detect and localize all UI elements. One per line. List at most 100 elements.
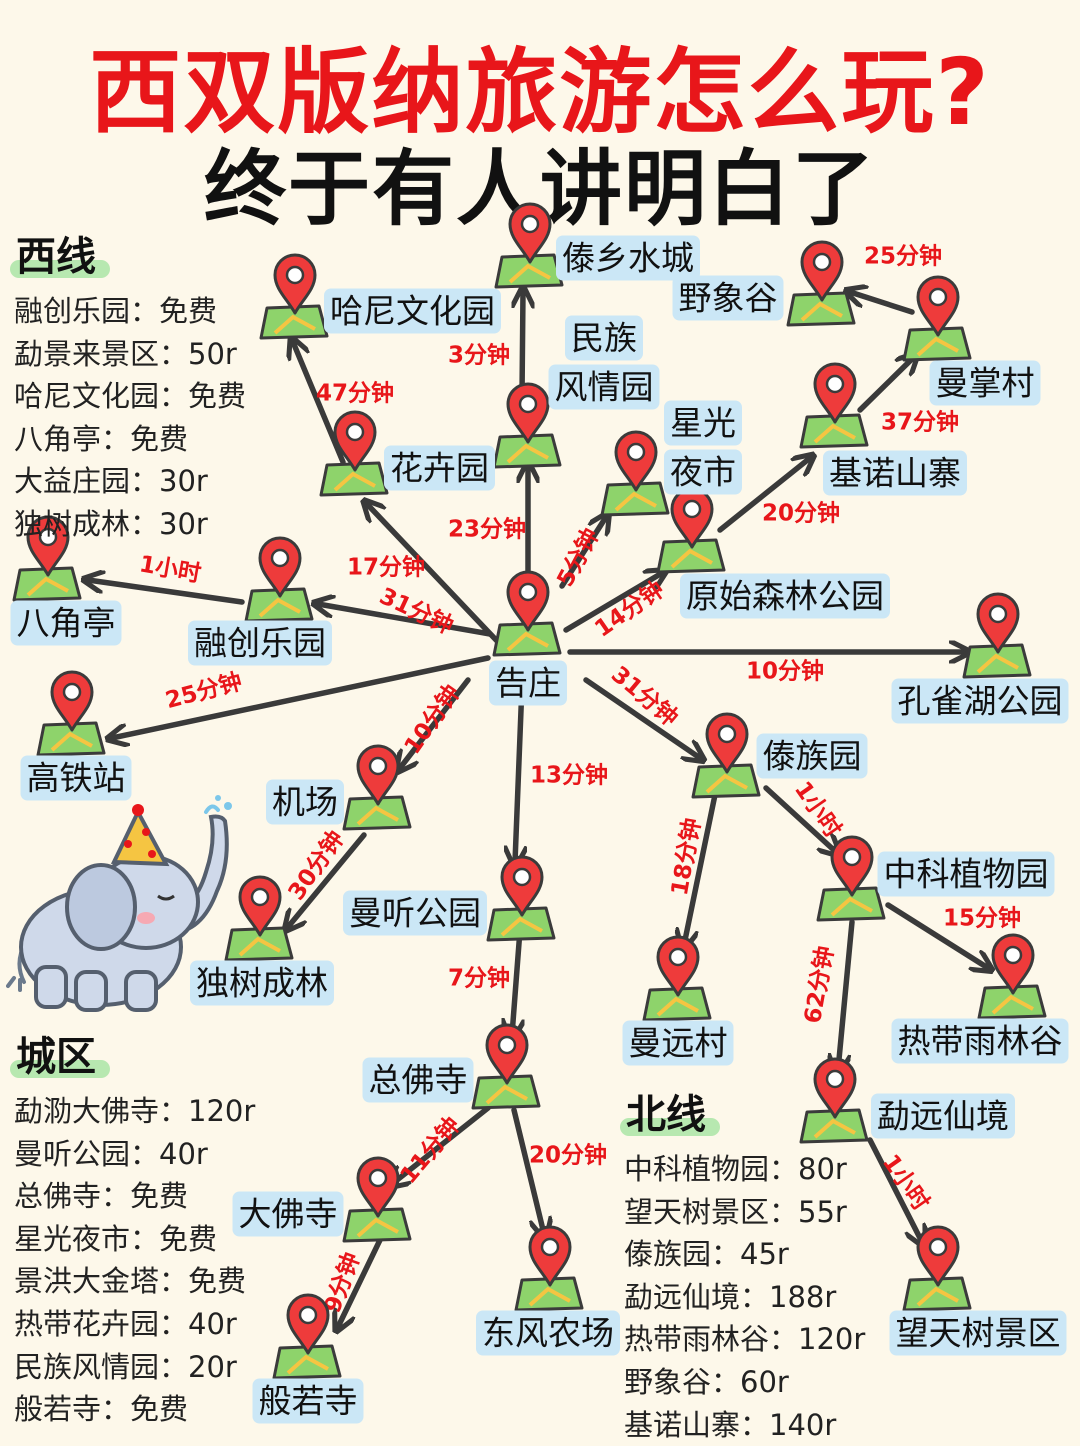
travel-time-label: 37分钟 bbox=[881, 410, 959, 436]
price-item: 般若寺：免费 bbox=[14, 1392, 189, 1427]
travel-time-label: 23分钟 bbox=[448, 517, 526, 543]
place-label-jinuo: 基诺山寨 bbox=[829, 454, 961, 493]
price-item: 傣族园：45r bbox=[624, 1237, 789, 1272]
map-pin-icon bbox=[342, 744, 412, 831]
route-arrow-jichang-dushu bbox=[288, 832, 367, 927]
map-pin-icon bbox=[259, 253, 329, 340]
route-arrow-rongchuang-bajiao bbox=[88, 580, 245, 605]
place-label-zhongke: 中科植物园 bbox=[884, 855, 1049, 894]
place-label-kongque: 孔雀湖公园 bbox=[898, 682, 1063, 721]
place-label-bg bbox=[362, 1057, 474, 1103]
travel-time-label: 47分钟 bbox=[316, 381, 394, 407]
price-item: 总佛寺：免费 bbox=[14, 1179, 189, 1214]
place-label-dafo: 大佛寺 bbox=[239, 1195, 338, 1234]
route-arrow-gaozhuang-xingguang bbox=[559, 517, 606, 589]
route-arrow-daizu-zhongke bbox=[763, 785, 836, 852]
page-title: 西双版纳旅游怎么玩? bbox=[89, 39, 991, 146]
price-item: 民族风情园：20r bbox=[14, 1349, 237, 1384]
travel-time-label: 17分钟 bbox=[347, 555, 425, 581]
route-arrow-zongfo-dongfeng bbox=[511, 1107, 544, 1234]
price-item: 基诺山寨：140r bbox=[624, 1407, 837, 1442]
travel-time-label: 11分钟 bbox=[396, 1112, 466, 1188]
travel-time-label: 20分钟 bbox=[529, 1143, 607, 1169]
travel-time-label: 20分钟 bbox=[762, 501, 840, 527]
north-line-heading: 北线 bbox=[620, 1082, 720, 1140]
price-item: 中科植物园：80r bbox=[624, 1152, 847, 1186]
price-item: 景洪大金塔：免费 bbox=[14, 1264, 247, 1299]
map-pin-icon bbox=[492, 570, 562, 657]
place-label-bg bbox=[664, 400, 742, 446]
place-label-bg bbox=[252, 1378, 364, 1424]
map-pin-icon bbox=[244, 536, 314, 623]
map-pin-icon bbox=[319, 410, 389, 497]
place-label-bg bbox=[556, 235, 700, 281]
route-arrow-gaozhuang-gaotie bbox=[112, 655, 491, 738]
price-item: 星光夜市：免费 bbox=[14, 1221, 218, 1256]
place-label-bajiao: 八角亭 bbox=[17, 604, 116, 643]
place-label-bg bbox=[324, 288, 501, 334]
place-label-bg bbox=[343, 890, 487, 936]
place-label-minzu: 民族 bbox=[571, 319, 637, 358]
place-label-bg bbox=[188, 620, 332, 666]
route-arrow-daizu-manyuan bbox=[684, 787, 719, 945]
price-item: 八角亭：免费 bbox=[14, 421, 189, 456]
route-arrow-zhongke-redai bbox=[885, 902, 988, 968]
travel-time-label: 15分钟 bbox=[943, 906, 1021, 932]
travel-time-label: 10分钟 bbox=[400, 680, 466, 759]
place-label-bg bbox=[756, 733, 868, 779]
travel-time-label: 10分钟 bbox=[746, 659, 824, 685]
place-label-bg bbox=[548, 364, 660, 410]
place-label-bg bbox=[384, 445, 495, 491]
place-label-bg bbox=[565, 315, 643, 361]
map-pin-icon bbox=[272, 1293, 342, 1380]
place-label-bg bbox=[664, 449, 742, 495]
travel-time-label: 25分钟 bbox=[163, 669, 245, 714]
place-label-bg bbox=[891, 1018, 1069, 1064]
route-arrow-yuanshi-jinuo bbox=[717, 458, 810, 533]
route-arrow-gaozhuang-manting bbox=[515, 682, 522, 862]
route-arrow-mengyuan-wangtian bbox=[867, 1137, 922, 1242]
route-arrow-manting-zongfo bbox=[512, 927, 520, 1035]
route-arrow-dafo-boruo bbox=[338, 1237, 383, 1327]
route-arrow-gaozhuang-yuanshi bbox=[563, 573, 662, 633]
place-label-manyuan: 曼远村 bbox=[629, 1024, 728, 1063]
map-pin-icon bbox=[902, 275, 972, 362]
route-arrow-minzu-daixiang bbox=[522, 292, 523, 399]
price-item: 热带花卉园：40r bbox=[14, 1306, 237, 1341]
price-item: 望天树景区：55r bbox=[624, 1194, 847, 1229]
place-label-bg bbox=[889, 1310, 1067, 1356]
price-item: 融创乐园：免费 bbox=[14, 294, 218, 328]
route-arrow-gaozhuang-jichang bbox=[400, 677, 471, 768]
place-label-hani: 哈尼文化园 bbox=[330, 292, 495, 331]
place-label-boruo: 般若寺 bbox=[259, 1382, 358, 1421]
elephant-party-hat-icon bbox=[6, 795, 232, 1012]
travel-time-label: 7分钟 bbox=[448, 966, 510, 992]
map-pin-icon bbox=[486, 855, 556, 942]
place-label-mengyuan: 勐远仙境 bbox=[877, 1097, 1009, 1136]
map-pin-icon bbox=[962, 592, 1032, 679]
price-item: 热带雨林谷：120r bbox=[624, 1322, 866, 1357]
place-label-daixiang: 傣乡水城 bbox=[562, 239, 694, 278]
map-pin-icon bbox=[492, 382, 562, 469]
route-arrow-manzhang-yexiang bbox=[850, 292, 915, 315]
travel-time-label: 31分钟 bbox=[375, 583, 457, 640]
route-arrow-gaozhuang-huahui bbox=[367, 504, 501, 645]
map-pin-icon bbox=[224, 875, 294, 962]
place-label-gaozhuang: 告庄 bbox=[495, 664, 561, 703]
place-label-jichang: 机场 bbox=[272, 783, 338, 822]
place-label-bg bbox=[190, 960, 334, 1006]
map-pin-icon bbox=[977, 933, 1047, 1020]
route-arrow-zongfo-dafo bbox=[392, 1105, 491, 1184]
map-pin-icon bbox=[902, 1225, 972, 1312]
map-pin-icon bbox=[642, 935, 712, 1022]
place-label-bg bbox=[823, 450, 967, 496]
route-arrow-gaozhuang-rongchuang bbox=[318, 604, 493, 637]
place-label-bg bbox=[672, 275, 784, 321]
price-item: 野象谷：60r bbox=[624, 1364, 789, 1399]
place-label-bg bbox=[232, 1191, 344, 1237]
place-label-bg bbox=[10, 600, 122, 646]
place-label-bg bbox=[20, 755, 132, 801]
